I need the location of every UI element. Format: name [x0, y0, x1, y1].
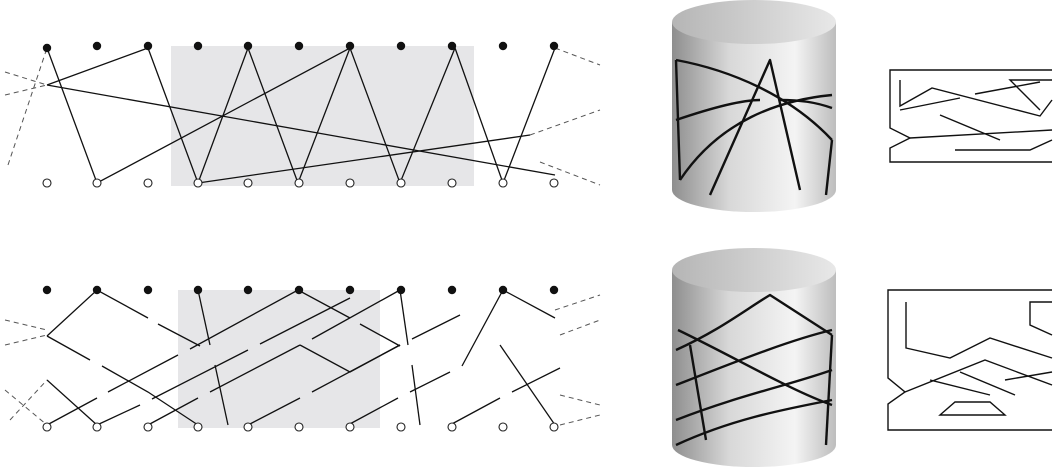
bottom-braid-panel — [4, 285, 601, 432]
top-cylinder-knot-icon — [672, 0, 836, 212]
top-open-circles — [42, 178, 559, 188]
bottom-open-circles — [42, 422, 559, 432]
bottom-cylinder-knot-icon — [672, 248, 836, 467]
top-braid-panel — [4, 41, 601, 188]
top-dashed-extensions — [4, 47, 601, 186]
bottom-shaded-fundamental-domain — [178, 290, 380, 428]
bottom-knot-diagram-icon — [887, 289, 1053, 431]
bottom-filled-dots — [42, 285, 559, 295]
bottom-dashed-extensions — [4, 294, 601, 426]
top-filled-dots — [42, 41, 559, 53]
top-knot-diagram-icon — [889, 69, 1053, 163]
